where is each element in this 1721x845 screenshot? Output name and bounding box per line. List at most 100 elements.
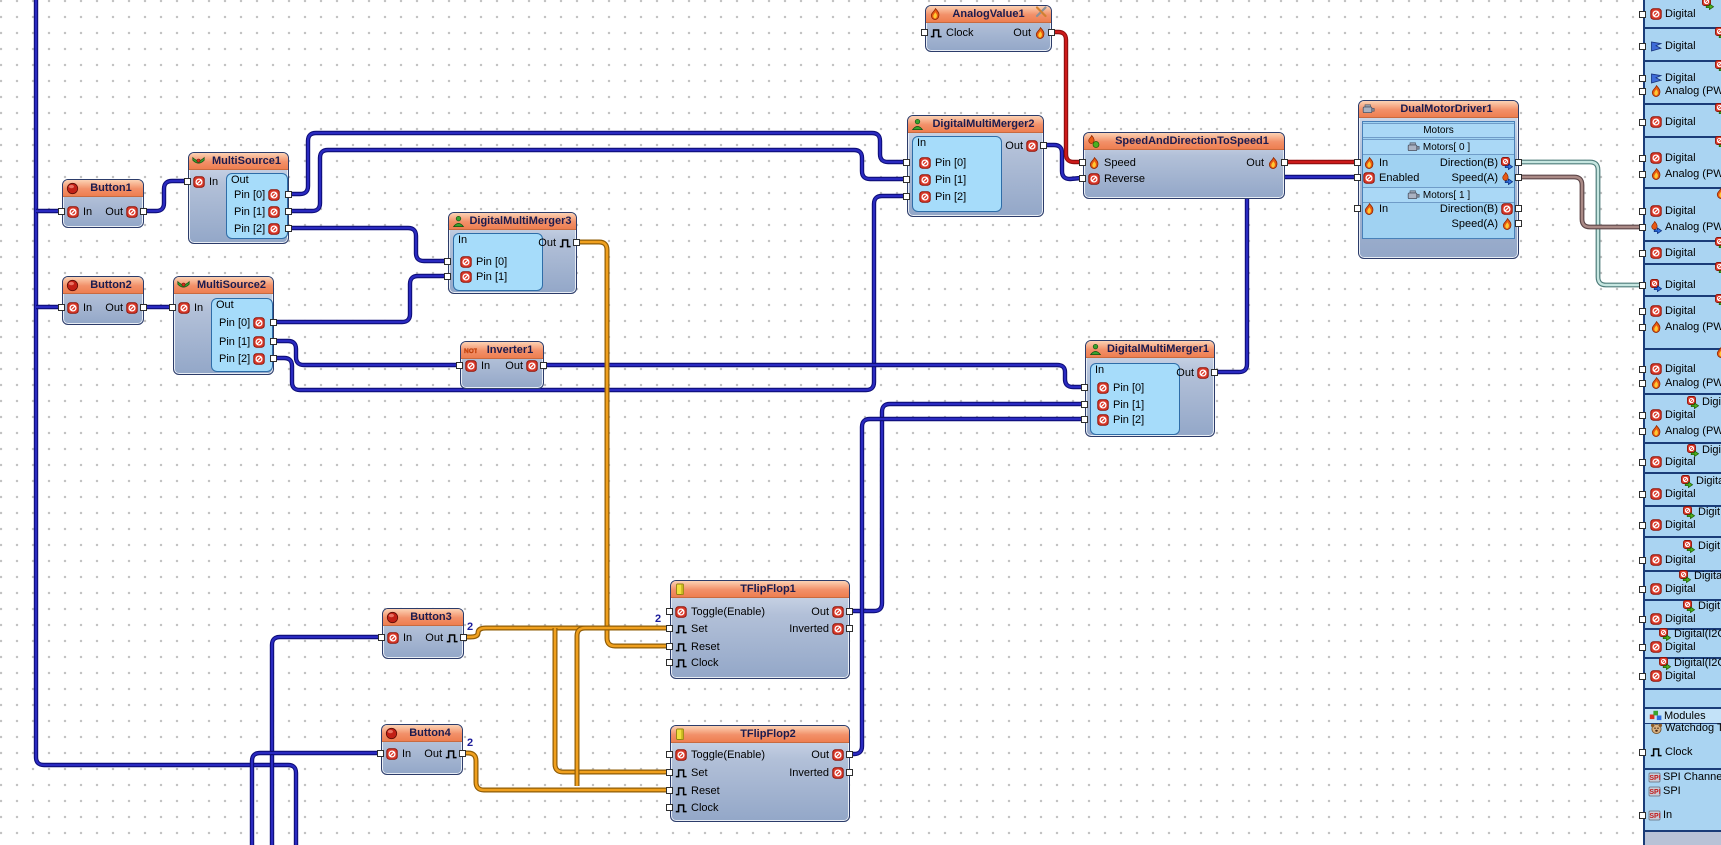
dualmotordriver1-In-connector[interactable] xyxy=(1353,158,1361,166)
speedanddirectiontospeed1-pin-Reverse[interactable]: Reverse xyxy=(1088,172,1145,186)
tflipflop2-pin-Inverted[interactable]: Inverted xyxy=(789,766,845,780)
board-pin-row-Digital[interactable]: Digital xyxy=(1650,518,1696,532)
wire-digitalmultimerger2.Out-to-speedanddirectiontospeed1.Reverse[interactable] xyxy=(1044,143,1082,181)
component-header[interactable]: DigitalMultiMerger1 xyxy=(1086,341,1214,358)
board-pin-row-Digi[interactable]: Digi xyxy=(1687,443,1721,457)
tflipflop2-Reset-connector[interactable] xyxy=(665,786,673,794)
button2-pin-Out[interactable]: Out xyxy=(105,301,139,315)
button2-In-connector[interactable] xyxy=(57,303,65,311)
board-pin-row-Digital[interactable]: Digital xyxy=(1650,362,1696,376)
digitalmultimerger2-Pin [0]-connector[interactable] xyxy=(902,158,910,166)
multisource2-In-connector[interactable] xyxy=(168,303,176,311)
board-pin-row-Digital[interactable]: Digital xyxy=(1650,115,1696,129)
button1-pin-Out[interactable]: Out xyxy=(105,205,139,219)
inverter1-pin-In[interactable]: In xyxy=(465,359,490,373)
board-pin-row-Analog (PW[interactable]: Analog (PW xyxy=(1650,424,1721,438)
tflipflop2-Clock-connector[interactable] xyxy=(665,803,673,811)
button2-Out-connector[interactable] xyxy=(139,303,147,311)
wire-button3.Out-branch-to-tflipflop2.Set[interactable] xyxy=(552,628,668,775)
board-Digital-462-connector[interactable] xyxy=(1638,458,1646,466)
button4-In-connector[interactable] xyxy=(376,749,384,757)
wire-multisource1.Pin[1]-to-digitalmultimerger2.Pin[1][interactable] xyxy=(289,147,905,214)
tflipflop2-Inverted-connector[interactable] xyxy=(845,768,853,776)
tflipflop1-pin-Reset[interactable]: Reset xyxy=(675,640,720,654)
button1-Out-connector[interactable] xyxy=(139,207,147,215)
component-header[interactable]: DigitalMultiMerger2 xyxy=(908,116,1043,133)
board-pin-row-Digital[interactable]: Digital xyxy=(1650,553,1696,567)
wire-multisource1.Pin[1]-to-digitalmultimerger2.Pin[1][interactable] xyxy=(289,148,905,213)
digitalmultimerger2-pin-Out[interactable]: Out xyxy=(1005,139,1039,153)
wire-dualmotordriver1.Speed(A)-to-board.Analog-227[interactable] xyxy=(1519,175,1641,229)
button3-In-connector[interactable] xyxy=(377,633,385,641)
board-pin-row-Digital[interactable]: Digital xyxy=(1650,582,1696,596)
wire-tflipflop1.Out-to-digitalmultimerger1.Pin[1][interactable] xyxy=(850,401,1083,614)
digitalmultimerger2-pin-Pin [0][interactable]: Pin [0] xyxy=(919,156,966,170)
dualmotordriver1-Direction(B)-connector[interactable] xyxy=(1514,158,1522,166)
digitalmultimerger3-Pin [1]-connector[interactable] xyxy=(443,272,451,280)
digitalmultimerger2-Out-connector[interactable] xyxy=(1039,141,1047,149)
board-pin-row-Digital[interactable]: Digital xyxy=(1650,278,1696,292)
tflipflop1-pin-Set[interactable]: Set xyxy=(675,622,708,636)
tflipflop1-pin-Out[interactable]: Out xyxy=(811,605,845,619)
board-pin-row-Digit[interactable]: Digit xyxy=(1683,599,1720,613)
board-In-815-connector[interactable] xyxy=(1638,811,1646,819)
wire-multisource2.Pin[0]-to-digitalmultimerger3.Pin[1][interactable] xyxy=(274,274,446,324)
speedanddirectiontospeed1-pin-Speed[interactable]: Speed xyxy=(1088,156,1136,170)
inverter1-Out-connector[interactable] xyxy=(539,361,547,369)
board-Clock-752-connector[interactable] xyxy=(1638,748,1646,756)
board-pin-row-SPI Channe[interactable]: SPISPI Channe xyxy=(1648,770,1721,784)
wire-offscreen-bottom-to-button4.In[interactable] xyxy=(250,751,379,845)
board-pin-row-icon[interactable] xyxy=(1715,293,1721,307)
button1-In-connector[interactable] xyxy=(57,207,65,215)
board-pin-row-Digital[interactable]: Digital xyxy=(1650,455,1696,469)
wire-digitalmultimerger3.Out-to-tflipflop1.Reset[interactable] xyxy=(577,240,668,648)
speedanddirectiontospeed1-Reverse-connector[interactable] xyxy=(1078,174,1086,182)
digitalmultimerger3-pin-Out[interactable]: Out xyxy=(538,236,572,250)
board-Digital-14-connector[interactable] xyxy=(1638,10,1646,18)
wire-multisource2.Pin[1]-to-inverter1.In[interactable] xyxy=(274,339,458,367)
multisource1-pin-Pin [0][interactable]: Pin [0] xyxy=(234,188,281,202)
tflipflop2-pin-Set[interactable]: Set xyxy=(675,766,708,780)
digitalmultimerger2-Pin [2]-connector[interactable] xyxy=(902,192,910,200)
digitalmultimerger3-pin-Pin [1][interactable]: Pin [1] xyxy=(460,270,507,284)
board-pin-row-Clock[interactable]: Clock xyxy=(1650,745,1693,759)
wire-button4.Out-to-tflipflop2.Reset[interactable] xyxy=(463,751,668,792)
wire-multisource2.Pin[0]-to-digitalmultimerger3.Pin[1][interactable] xyxy=(274,273,446,325)
multisource1-pin-In[interactable]: In xyxy=(193,175,218,189)
board-pin-row-icon[interactable] xyxy=(1715,102,1721,116)
digitalmultimerger3-Out-connector[interactable] xyxy=(572,238,580,246)
multisource1-In-connector[interactable] xyxy=(183,177,191,185)
multisource2-pin-Pin [0][interactable]: Pin [0] xyxy=(219,316,266,330)
wire-tflipflop2.Out-to-digitalmultimerger1.Pin[2][interactable] xyxy=(850,417,1083,756)
component-header[interactable]: AnalogValue1 xyxy=(926,6,1051,23)
component-header[interactable]: DualMotorDriver1 xyxy=(1359,101,1518,118)
board-pin-row-Digital[interactable]: Digital xyxy=(1650,669,1696,683)
dualmotordriver1-Speed(A)-connector[interactable] xyxy=(1514,219,1522,227)
dualmotordriver1-In-connector[interactable] xyxy=(1353,204,1361,212)
board-Digital-676-connector[interactable] xyxy=(1638,672,1646,680)
multisource2-pin-Pin [1][interactable]: Pin [1] xyxy=(219,335,266,349)
button4-pin-Out[interactable]: Out xyxy=(424,747,458,761)
component-header[interactable]: TFlipFlop1 xyxy=(671,581,849,598)
inverter1-In-connector[interactable] xyxy=(455,361,463,369)
board-pin-row-icon[interactable] xyxy=(1715,345,1721,359)
tflipflop2-pin-Out[interactable]: Out xyxy=(811,748,845,762)
multisource1-pin-Pin [1][interactable]: Pin [1] xyxy=(234,205,281,219)
button2-pin-In[interactable]: In xyxy=(67,301,92,315)
board-pin-row-Digital[interactable]: Digital xyxy=(1650,487,1696,501)
board-pin-row-Digital[interactable]: Digital xyxy=(1650,304,1696,318)
board-pin-row-icon[interactable] xyxy=(1715,135,1721,149)
wire-multisource1.Pin[0]-to-digitalmultimerger2.Pin[0][interactable] xyxy=(289,130,905,197)
dualmotordriver1-pin-In[interactable]: In xyxy=(1363,202,1388,216)
dualmotordriver1-Direction(B)-connector[interactable] xyxy=(1514,204,1522,212)
digitalmultimerger2-pin-Pin [2][interactable]: Pin [2] xyxy=(919,190,966,204)
board-pin-row-Analog (PW[interactable]: Analog (PW xyxy=(1650,376,1721,390)
tflipflop1-pin-Toggle(Enable)[interactable]: Toggle(Enable) xyxy=(675,605,765,619)
